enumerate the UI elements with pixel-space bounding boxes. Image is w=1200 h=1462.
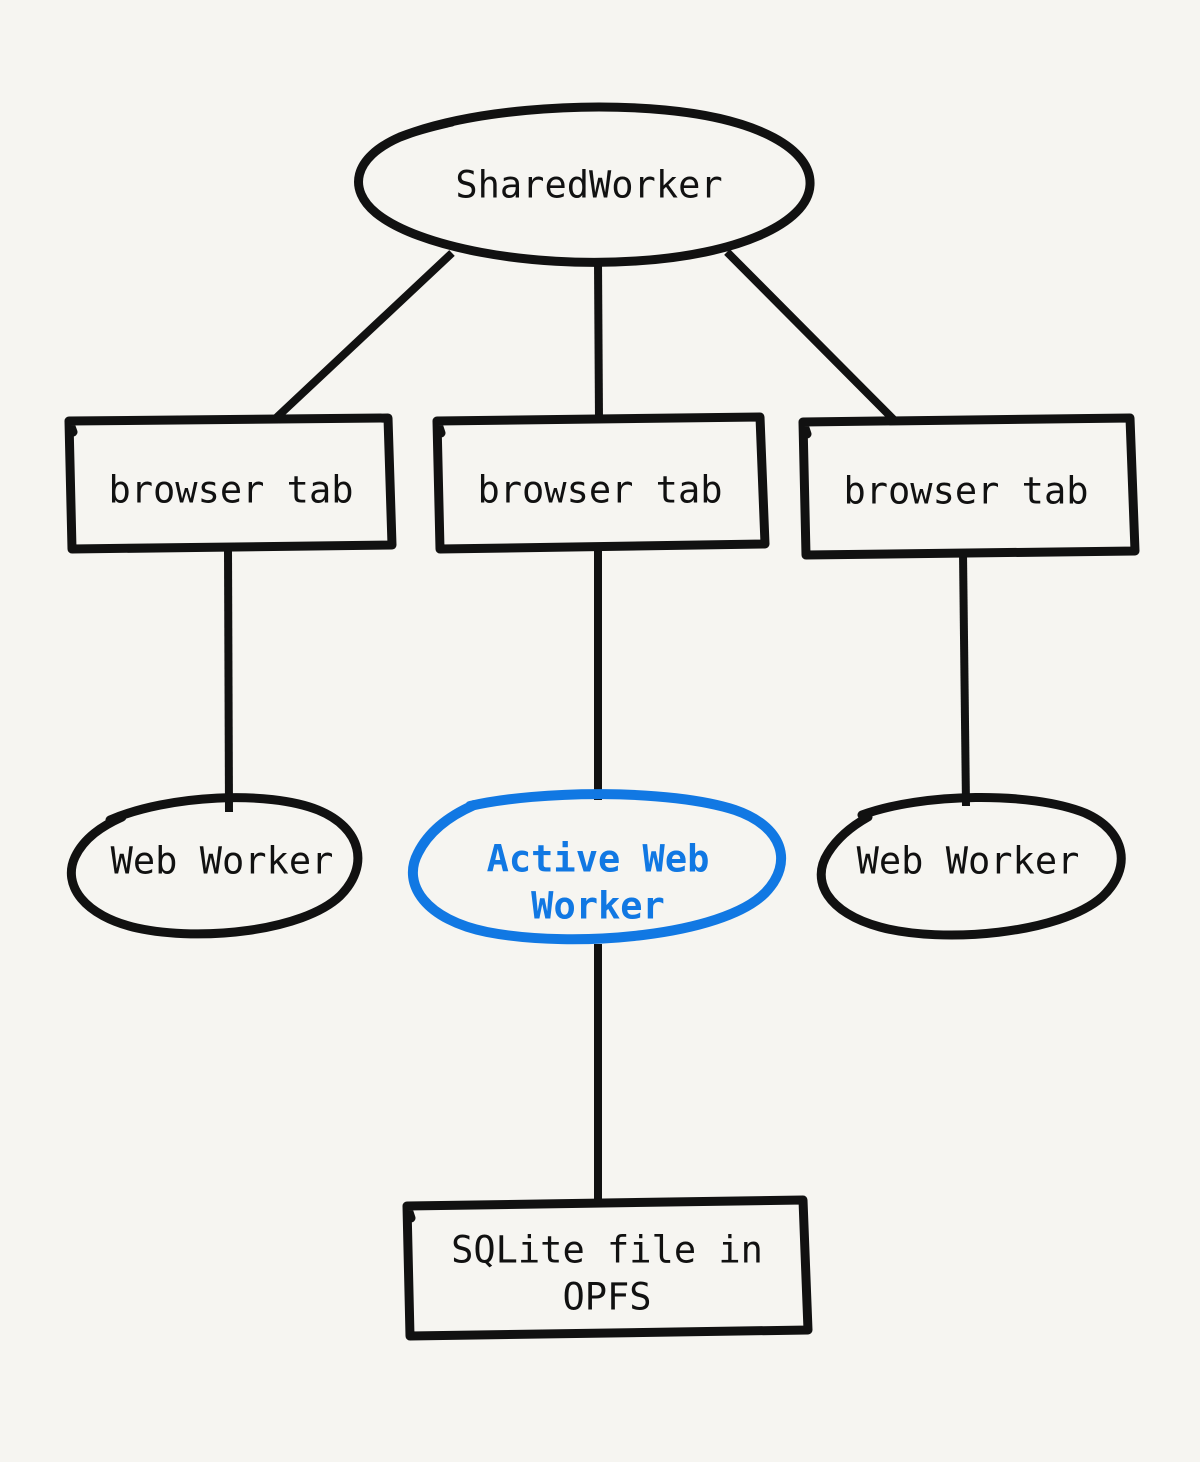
- active-web-worker-label-line-2: Worker: [531, 885, 665, 928]
- browser-tab-left-label: browser tab: [108, 469, 353, 512]
- edge-browser-tab-right-to-web-worker-right: [959, 552, 970, 807]
- active-web-worker-label-line-1: Active Web: [487, 838, 710, 881]
- browser-tab-left-rect-shape: [64, 413, 397, 554]
- web-worker-right-label: Web Worker: [857, 840, 1080, 883]
- browser-tab-right-rect-shape: [798, 413, 1140, 560]
- web-worker-left-ellipse-shape: [66, 793, 363, 939]
- sqlite-opfs-rect-shape: [402, 1195, 813, 1341]
- node-shared-worker[interactable]: SharedWorker: [354, 102, 815, 267]
- node-web-worker-right[interactable]: Web Worker: [816, 793, 1126, 940]
- node-sqlite-opfs[interactable]: SQLite file in OPFS: [402, 1195, 813, 1341]
- sqlite-opfs-label-line-2: OPFS: [562, 1276, 651, 1319]
- node-browser-tab-left[interactable]: browser tab: [64, 413, 397, 554]
- edge-sharedworker-to-browser-tab-right: [724, 249, 898, 424]
- shared-worker-ellipse-shape: [354, 102, 815, 267]
- shared-worker-label: SharedWorker: [455, 164, 722, 207]
- web-worker-right-ellipse-shape: [816, 793, 1126, 940]
- edge-sharedworker-to-browser-tab-left: [272, 250, 455, 422]
- web-worker-left-label: Web Worker: [111, 840, 334, 883]
- browser-tab-center-rect-shape: [432, 412, 770, 554]
- node-browser-tab-center[interactable]: browser tab: [432, 412, 770, 554]
- edge-sharedworker-to-browser-tab-center: [594, 261, 603, 421]
- node-active-web-worker[interactable]: Active Web Worker: [408, 789, 786, 945]
- active-web-worker-ellipse-shape: [408, 789, 786, 945]
- edge-browser-tab-left-to-web-worker-left: [224, 549, 233, 813]
- browser-tab-right-label: browser tab: [843, 470, 1088, 513]
- node-web-worker-left[interactable]: Web Worker: [66, 793, 363, 939]
- browser-tab-center-label: browser tab: [477, 469, 722, 512]
- node-browser-tab-right[interactable]: browser tab: [798, 413, 1140, 560]
- sqlite-opfs-label-line-1: SQLite file in: [451, 1229, 763, 1272]
- edge-group: [224, 249, 970, 1202]
